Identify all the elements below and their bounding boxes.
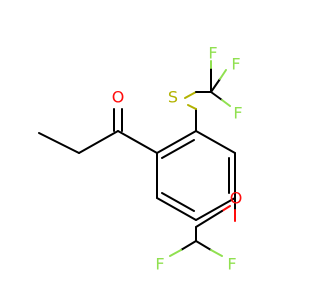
atom-f-chf2-left: F [155, 255, 164, 274]
bond-chf2-right-f [210, 249, 223, 257]
ring-bond-2 [195, 130, 236, 154]
bond-s-cf3-inner [184, 91, 197, 99]
bond-ring-s-upper [187, 104, 197, 110]
bond-chf2-left-f [169, 249, 182, 257]
bond-cf3-right-f [219, 69, 227, 80]
bond-carbonyl-ring [117, 130, 158, 154]
molecule-structure: O S F F F O F F [38, 44, 243, 274]
atom-o-ether: O [230, 189, 243, 208]
atom-o-carbonyl: O [112, 88, 125, 107]
atom-f-cf3-right: F [231, 55, 240, 74]
ring-bond-1-inner [161, 139, 195, 159]
bond-chf2-left-c [180, 240, 197, 251]
bond-ch3-ch2 [38, 132, 80, 154]
bond-ch2-carbonyl [78, 130, 119, 154]
bond-cf3-right-c [210, 78, 221, 93]
bond-cf3-bottom-f [221, 99, 231, 107]
bond-cf3-bottom-c [210, 91, 223, 101]
atom-f-cf3-top: F [208, 44, 217, 63]
bond-o-chf2-o [221, 205, 231, 212]
atom-s: S [168, 88, 178, 107]
bond-chf2-right-c [195, 240, 212, 251]
ring-bond-5-inner [161, 192, 195, 212]
bond-o-chf2-c [195, 210, 223, 228]
ring-bond-1 [156, 130, 197, 154]
atom-f-cf3-bottom: F [233, 104, 242, 123]
ring-bond-4 [195, 197, 236, 221]
ring-bond-5 [156, 197, 197, 221]
atom-f-chf2-right: F [227, 255, 236, 274]
